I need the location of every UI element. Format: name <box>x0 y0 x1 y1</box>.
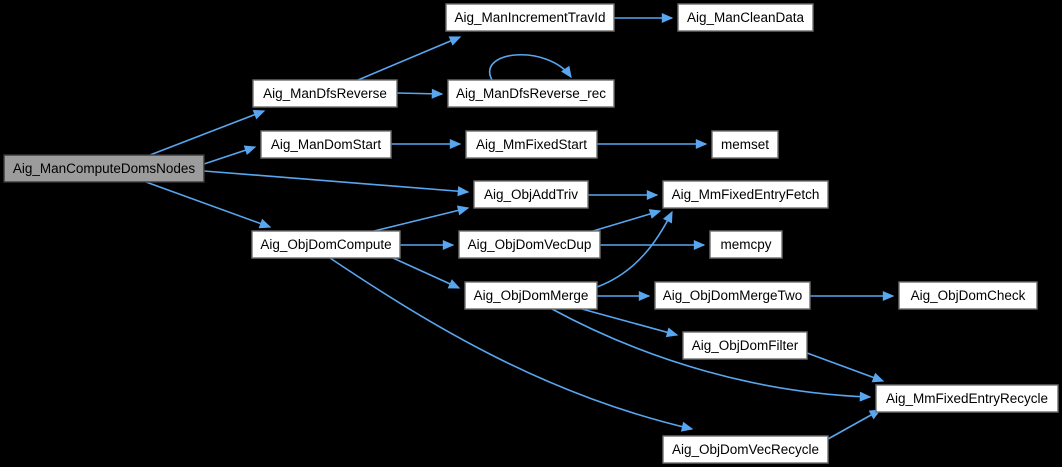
edge-filter-to-entryrecycle <box>806 352 885 383</box>
node-label-memset: memset <box>721 137 769 152</box>
node-box-Aig_ObjDomFilter[interactable] <box>682 331 808 360</box>
node-box-Aig_ManComputeDomsNodes <box>3 154 205 183</box>
edge-dfsrev-to-inctrav <box>357 36 462 81</box>
edge-vecdup-to-entryfetch <box>592 209 662 232</box>
node-label-Aig_ManDfsReverse: Aig_ManDfsReverse <box>263 86 387 101</box>
node-label-Aig_ObjAddTriv: Aig_ObjAddTriv <box>484 187 578 202</box>
node-label-Aig_ObjDomMerge: Aig_ObjDomMerge <box>474 288 589 303</box>
node-Aig_MmFixedEntryRecycle[interactable]: Aig_MmFixedEntryRecycle <box>875 384 1059 413</box>
node-box-Aig_ManIncrementTravId[interactable] <box>445 3 615 32</box>
node-box-memset[interactable] <box>711 130 779 159</box>
edge-dfsrev-to-dfsrevrec <box>396 88 444 99</box>
edge-compute-to-addtriv <box>373 205 470 232</box>
edge-merge-to-entryfetch <box>596 210 673 288</box>
node-box-Aig_ManDomStart[interactable] <box>260 130 392 159</box>
node-memcpy[interactable]: memcpy <box>709 230 783 259</box>
node-Aig_ObjDomVecRecycle[interactable]: Aig_ObjDomVecRecycle <box>662 435 829 464</box>
node-Aig_ManDfsReverse_rec[interactable]: Aig_ManDfsReverse_rec <box>447 79 615 108</box>
node-label-Aig_ManDfsReverse_rec: Aig_ManDfsReverse_rec <box>456 86 606 101</box>
node-Aig_ObjDomMerge[interactable]: Aig_ObjDomMerge <box>464 281 598 310</box>
edge-root-to-compute <box>145 181 272 229</box>
node-box-Aig_ObjDomMergeTwo[interactable] <box>654 281 811 310</box>
edge-compute-to-vecrecycle <box>329 257 694 432</box>
edge-merge-to-entryrecycle <box>551 308 872 402</box>
node-box-Aig_ObjDomVecRecycle[interactable] <box>662 435 829 464</box>
node-label-Aig_ManIncrementTravId: Aig_ManIncrementTravId <box>454 10 605 25</box>
node-label-memcpy: memcpy <box>720 237 771 252</box>
node-Aig_MmFixedStart[interactable]: Aig_MmFixedStart <box>465 130 598 159</box>
node-box-Aig_ObjDomMerge[interactable] <box>464 281 598 310</box>
node-Aig_MmFixedEntryFetch[interactable]: Aig_MmFixedEntryFetch <box>662 180 829 209</box>
node-label-Aig_MmFixedStart: Aig_MmFixedStart <box>476 137 587 152</box>
node-label-Aig_ObjDomCompute: Aig_ObjDomCompute <box>260 237 391 252</box>
node-Aig_ObjAddTriv[interactable]: Aig_ObjAddTriv <box>473 180 589 209</box>
node-Aig_ObjDomFilter[interactable]: Aig_ObjDomFilter <box>682 331 808 360</box>
node-Aig_ManDomStart[interactable]: Aig_ManDomStart <box>260 130 392 159</box>
edge-vecrecycle-to-entryrecycle <box>827 409 882 440</box>
edge-compute-to-merge <box>392 257 461 289</box>
node-box-Aig_ObjDomCompute[interactable] <box>251 230 401 259</box>
node-label-Aig_ObjDomCheck: Aig_ObjDomCheck <box>911 288 1026 303</box>
edge-merge-to-filter <box>581 308 679 338</box>
node-box-Aig_ObjAddTriv[interactable] <box>473 180 589 209</box>
node-box-Aig_ObjDomCheck[interactable] <box>898 281 1038 310</box>
node-label-Aig_ManDomStart: Aig_ManDomStart <box>271 137 382 152</box>
node-box-Aig_ManDfsReverse[interactable] <box>252 79 398 108</box>
node-Aig_ObjDomVecDup[interactable]: Aig_ObjDomVecDup <box>458 230 601 259</box>
edge-root-to-dfsrev <box>149 109 266 156</box>
node-box-Aig_ManCleanData[interactable] <box>677 3 814 32</box>
node-label-Aig_ObjDomMergeTwo: Aig_ObjDomMergeTwo <box>663 288 803 303</box>
node-label-Aig_ObjDomVecRecycle: Aig_ObjDomVecRecycle <box>672 442 819 457</box>
node-Aig_ManCleanData[interactable]: Aig_ManCleanData <box>677 3 814 32</box>
node-label-Aig_MmFixedEntryRecycle: Aig_MmFixedEntryRecycle <box>886 391 1048 406</box>
edge-dfsrevrec-to-dfsrevrec <box>489 53 572 81</box>
node-memset[interactable]: memset <box>711 130 779 159</box>
node-box-Aig_MmFixedStart[interactable] <box>465 130 598 159</box>
edge-root-to-domstart <box>203 145 257 165</box>
node-Aig_ObjDomCheck[interactable]: Aig_ObjDomCheck <box>898 281 1038 310</box>
node-box-Aig_MmFixedEntryRecycle[interactable] <box>875 384 1059 413</box>
node-box-Aig_ManDfsReverse_rec[interactable] <box>447 79 615 108</box>
node-box-Aig_ObjDomVecDup[interactable] <box>458 230 601 259</box>
node-Aig_ManComputeDomsNodes: Aig_ManComputeDomsNodes <box>3 154 205 183</box>
node-box-Aig_MmFixedEntryFetch[interactable] <box>662 180 829 209</box>
node-label-Aig_ObjDomVecDup: Aig_ObjDomVecDup <box>468 237 592 252</box>
node-label-Aig_ManComputeDomsNodes: Aig_ManComputeDomsNodes <box>13 161 196 176</box>
node-Aig_ManIncrementTravId[interactable]: Aig_ManIncrementTravId <box>445 3 615 32</box>
edge-root-to-addtriv <box>203 170 470 197</box>
node-Aig_ManDfsReverse[interactable]: Aig_ManDfsReverse <box>252 79 398 108</box>
node-label-Aig_ManCleanData: Aig_ManCleanData <box>687 10 805 25</box>
node-Aig_ObjDomCompute[interactable]: Aig_ObjDomCompute <box>251 230 401 259</box>
node-label-Aig_MmFixedEntryFetch: Aig_MmFixedEntryFetch <box>672 187 820 202</box>
node-label-Aig_ObjDomFilter: Aig_ObjDomFilter <box>692 338 799 353</box>
node-Aig_ObjDomMergeTwo[interactable]: Aig_ObjDomMergeTwo <box>654 281 811 310</box>
node-box-memcpy[interactable] <box>709 230 783 259</box>
